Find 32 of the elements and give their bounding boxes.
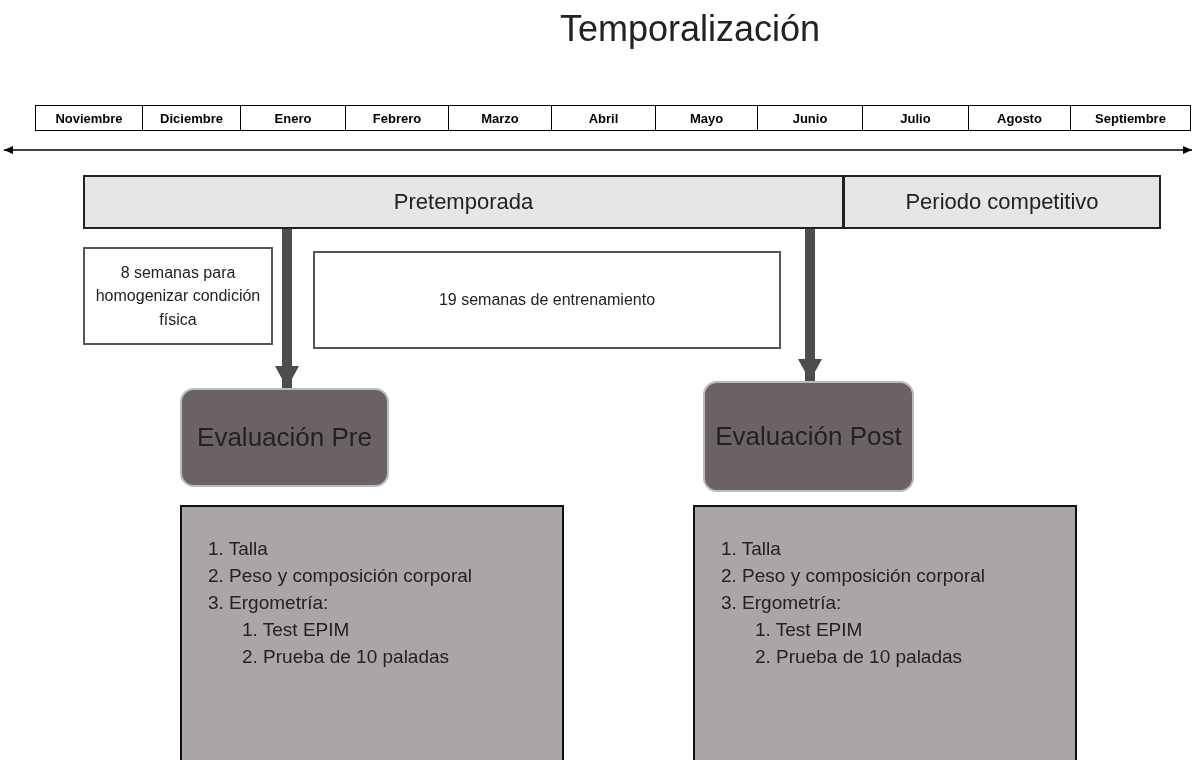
month-label: Febrero (345, 105, 449, 131)
month-label: Septiembre (1070, 105, 1191, 131)
month-label: Julio (862, 105, 969, 131)
month-label: Junio (757, 105, 863, 131)
month-label: Agosto (968, 105, 1071, 131)
arrow (275, 229, 299, 388)
month-label: Marzo (448, 105, 552, 131)
test-list-panel (180, 505, 564, 760)
list-item: 1. Talla (721, 537, 782, 561)
note-box: 19 semanas de entrenamiento (313, 251, 781, 349)
list-item: 3. Ergometría: (208, 591, 330, 615)
list-item: 1. Test EPIM (241, 618, 351, 642)
evaluation-box: Evaluación Post (703, 381, 914, 492)
month-label: Mayo (655, 105, 758, 131)
list-item: 1. Talla (208, 537, 269, 561)
phase-bar: Periodo competitivo (843, 175, 1161, 229)
arrow (798, 229, 822, 381)
month-label: Diciembre (142, 105, 241, 131)
month-label: Noviembre (35, 105, 143, 131)
list-item: 2. Prueba de 10 paladas (754, 645, 964, 669)
list-item: 2. Prueba de 10 paladas (241, 645, 451, 669)
evaluation-box: Evaluación Pre (180, 388, 389, 487)
list-item: 2. Peso y composición corporal (208, 564, 473, 588)
test-list-panel (693, 505, 1077, 760)
phase-bar: Pretemporada (83, 175, 844, 229)
list-item: 2. Peso y composición corporal (721, 564, 986, 588)
note-box: 8 semanas para homogenizar condición física (83, 247, 273, 345)
list-item: 1. Test EPIM (754, 618, 864, 642)
month-label: Enero (240, 105, 346, 131)
diagram-title: Temporalización (560, 8, 821, 50)
month-label: Abril (551, 105, 656, 131)
list-item: 3. Ergometría: (721, 591, 843, 615)
